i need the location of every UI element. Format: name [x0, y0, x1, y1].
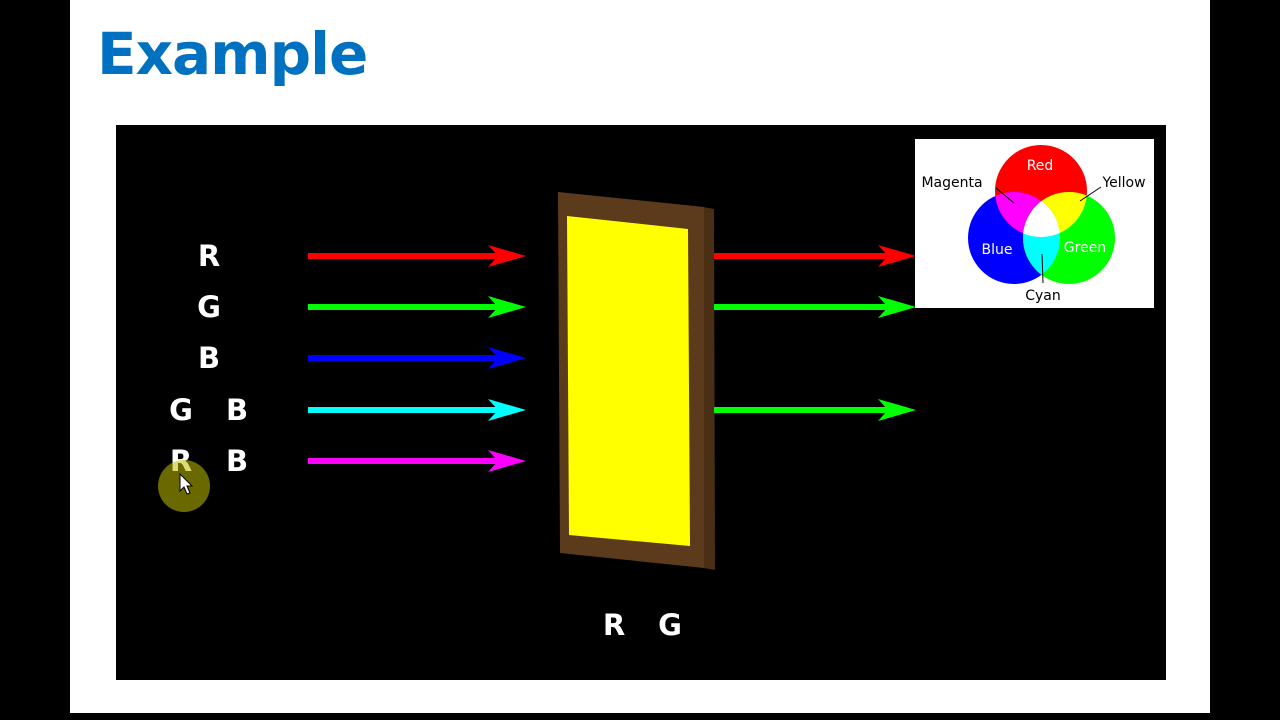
- venn-label-magenta: Magenta: [921, 175, 982, 191]
- color-venn-inset: Red Blue Green Magenta Yellow Cyan: [915, 139, 1154, 308]
- venn-label-yellow: Yellow: [1101, 175, 1145, 191]
- incoming-arrow-1: [308, 296, 526, 318]
- venn-label-green: Green: [1064, 240, 1106, 256]
- diagram-stage: RGBGBRB R G: [116, 125, 1166, 680]
- venn-label-red: Red: [1027, 158, 1054, 174]
- slide-title: Example: [97, 20, 368, 88]
- incoming-labels: RGBGBRB: [169, 239, 248, 478]
- incoming-arrow-0: [308, 245, 526, 267]
- filter-output-labels: R G: [603, 608, 682, 642]
- incoming-arrow-2: [308, 347, 526, 369]
- outgoing-arrow-1: [714, 296, 916, 318]
- outgoing-arrow-0: [714, 245, 916, 267]
- slide: Example RGBGBRB R G: [70, 0, 1210, 713]
- output-label-g: G: [658, 608, 682, 642]
- incoming-arrow-3: [308, 399, 526, 421]
- incoming-label-3-0: G: [169, 393, 193, 427]
- yellow-filter: [567, 216, 690, 546]
- diagram-canvas: RGBGBRB R G: [158, 139, 1154, 642]
- incoming-label-2-0: B: [198, 341, 220, 375]
- outgoing-arrow-2: [714, 399, 916, 421]
- incoming-label-1-0: G: [197, 290, 221, 324]
- filter-panel: [558, 192, 715, 570]
- incoming-label-3-1: B: [226, 393, 248, 427]
- output-label-r: R: [603, 608, 625, 642]
- incoming-arrow-4: [308, 450, 526, 472]
- incoming-label-0-0: R: [198, 239, 220, 273]
- filter-frame-side: [703, 207, 715, 570]
- pointer-icon: [179, 472, 194, 495]
- venn-white-center: [1023, 192, 1060, 237]
- outgoing-arrows: [714, 245, 916, 421]
- mouse-cursor: [158, 460, 210, 512]
- venn-label-cyan: Cyan: [1025, 288, 1061, 304]
- incoming-arrows: [308, 245, 526, 472]
- venn-label-blue: Blue: [982, 242, 1013, 258]
- incoming-label-4-1: B: [226, 444, 248, 478]
